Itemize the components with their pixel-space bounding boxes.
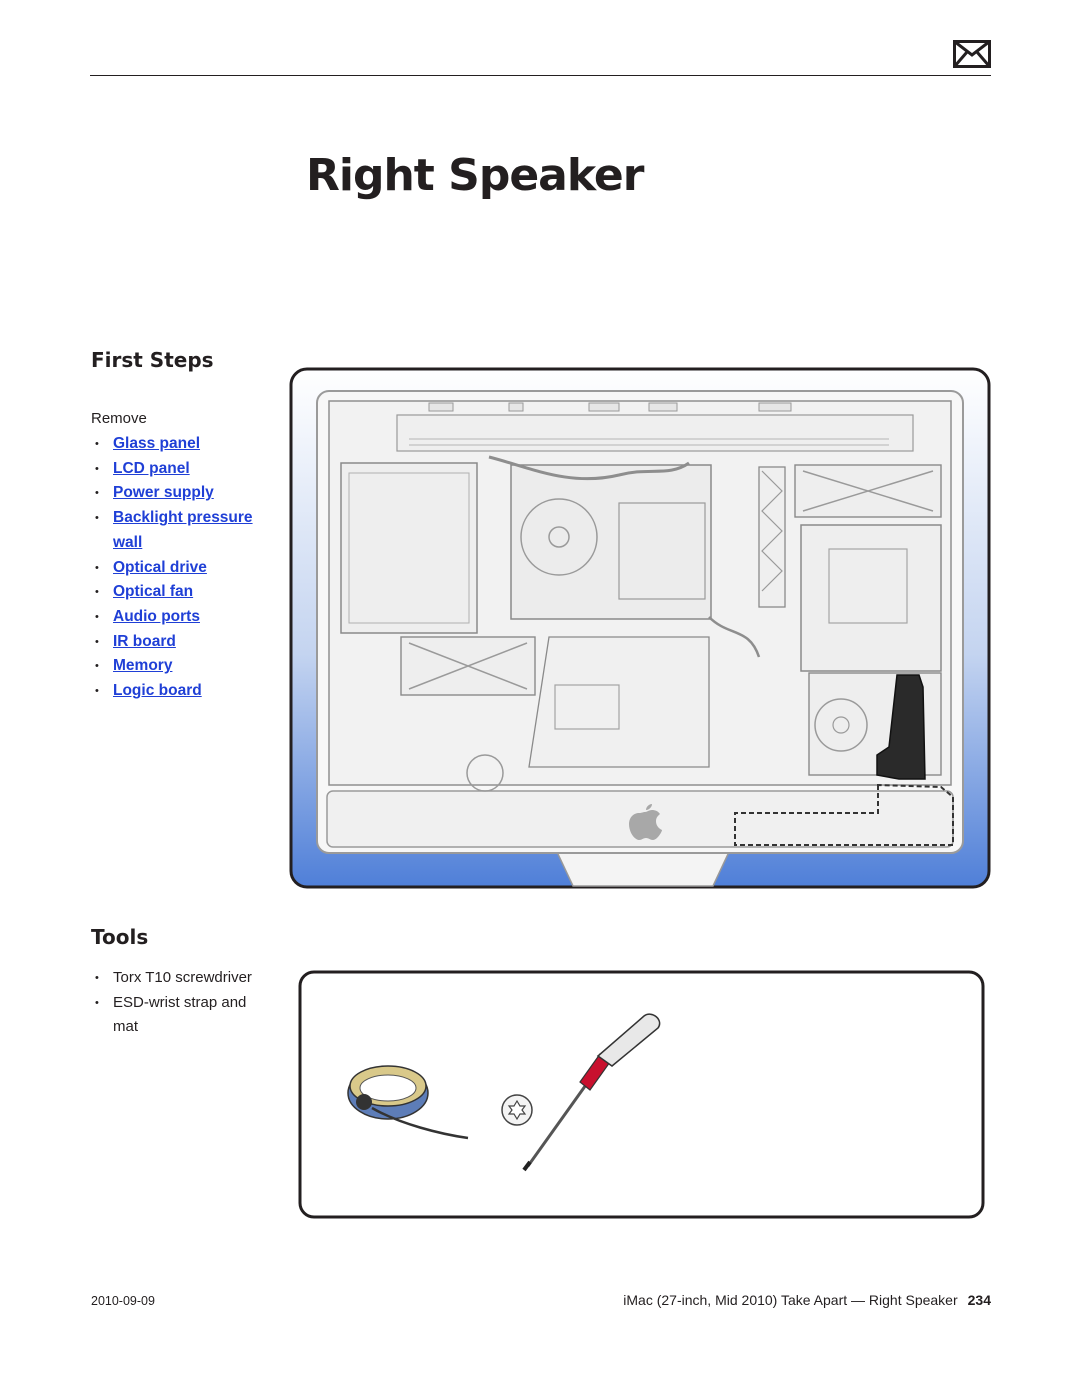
first-steps-heading: First Steps	[91, 348, 214, 372]
list-item: IR board	[91, 630, 271, 655]
list-item: Optical fan	[91, 580, 271, 605]
mail-icon[interactable]	[953, 40, 991, 68]
list-item: Backlight pressure wall	[91, 506, 271, 555]
list-item: Memory	[91, 654, 271, 679]
link-optical-fan[interactable]: Optical fan	[113, 583, 194, 601]
list-item: Audio ports	[91, 605, 271, 630]
footer-date: 2010-09-09	[91, 1294, 155, 1308]
page-number: 234	[967, 1292, 991, 1308]
list-item: Optical drive	[91, 556, 271, 581]
remove-label: Remove	[91, 410, 147, 427]
tools-illustration	[298, 970, 985, 1219]
header-rule	[90, 75, 991, 76]
list-item: Logic board	[91, 679, 271, 704]
link-power-supply[interactable]: Power supply	[113, 484, 214, 502]
torx-screw-icon	[501, 1094, 533, 1126]
link-ir-board[interactable]: IR board	[113, 632, 176, 650]
link-logic-board[interactable]: Logic board	[113, 682, 202, 700]
link-memory[interactable]: Memory	[113, 657, 173, 675]
footer-title: iMac (27-inch, Mid 2010) Take Apart — Ri…	[623, 1292, 991, 1308]
list-item: ESD-wrist strap and mat	[91, 991, 271, 1040]
esd-wrist-strap-icon	[347, 1065, 469, 1140]
imac-interior-illustration	[289, 367, 991, 889]
list-item: LCD panel	[91, 457, 271, 482]
page-title: Right Speaker	[306, 150, 644, 201]
link-glass-panel[interactable]: Glass panel	[113, 435, 201, 452]
link-optical-drive[interactable]: Optical drive	[113, 558, 207, 576]
tools-list: Torx T10 screwdriver ESD-wrist strap and…	[91, 966, 271, 1040]
footer-doc-title: iMac (27-inch, Mid 2010) Take Apart — Ri…	[623, 1292, 958, 1308]
apple-logo	[629, 804, 662, 840]
tools-heading: Tools	[91, 925, 149, 949]
link-lcd-panel[interactable]: LCD panel	[113, 459, 190, 477]
right-speaker-part	[876, 674, 926, 780]
list-item: Power supply	[91, 481, 271, 506]
list-item: Glass panel	[91, 432, 271, 457]
link-audio-ports[interactable]: Audio ports	[113, 607, 200, 625]
link-backlight-pressure-wall[interactable]: Backlight pressure wall	[113, 509, 253, 551]
torx-screwdriver-icon	[522, 1013, 661, 1172]
list-item: Torx T10 screwdriver	[91, 966, 271, 991]
first-steps-list: Glass panel LCD panel Power supply Backl…	[91, 432, 271, 704]
